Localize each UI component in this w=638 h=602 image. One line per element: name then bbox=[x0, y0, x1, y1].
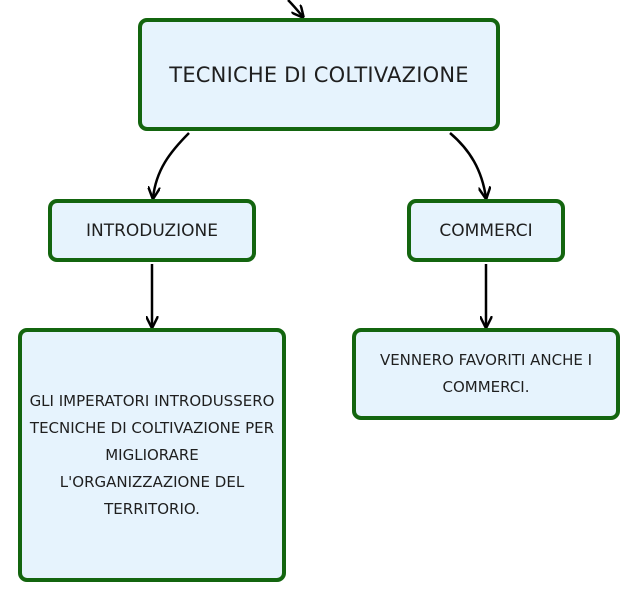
connector-incoming bbox=[287, 0, 303, 17]
node-tecniche-di-coltivazione[interactable]: TECNICHE DI COLTIVAZIONE bbox=[138, 18, 500, 131]
node-text: VENNERO FAVORITI ANCHE I COMMERCI. bbox=[379, 351, 593, 396]
node-commerci-description[interactable]: VENNERO FAVORITI ANCHE I COMMERCI. bbox=[352, 328, 620, 420]
node-label: TECNICHE DI COLTIVAZIONE bbox=[169, 62, 469, 87]
node-introduzione[interactable]: INTRODUZIONE bbox=[48, 199, 256, 262]
connector-main-to-commerci bbox=[449, 132, 486, 198]
node-label: COMMERCI bbox=[439, 220, 533, 241]
node-label: INTRODUZIONE bbox=[85, 220, 219, 241]
node-text: GLI IMPERATORI INTRODUSSERO TECNICHE DI … bbox=[29, 391, 275, 518]
node-introduzione-description[interactable]: GLI IMPERATORI INTRODUSSERO TECNICHE DI … bbox=[18, 328, 286, 582]
node-commerci[interactable]: COMMERCI bbox=[407, 199, 565, 262]
connector-main-to-introduzione bbox=[153, 132, 190, 198]
